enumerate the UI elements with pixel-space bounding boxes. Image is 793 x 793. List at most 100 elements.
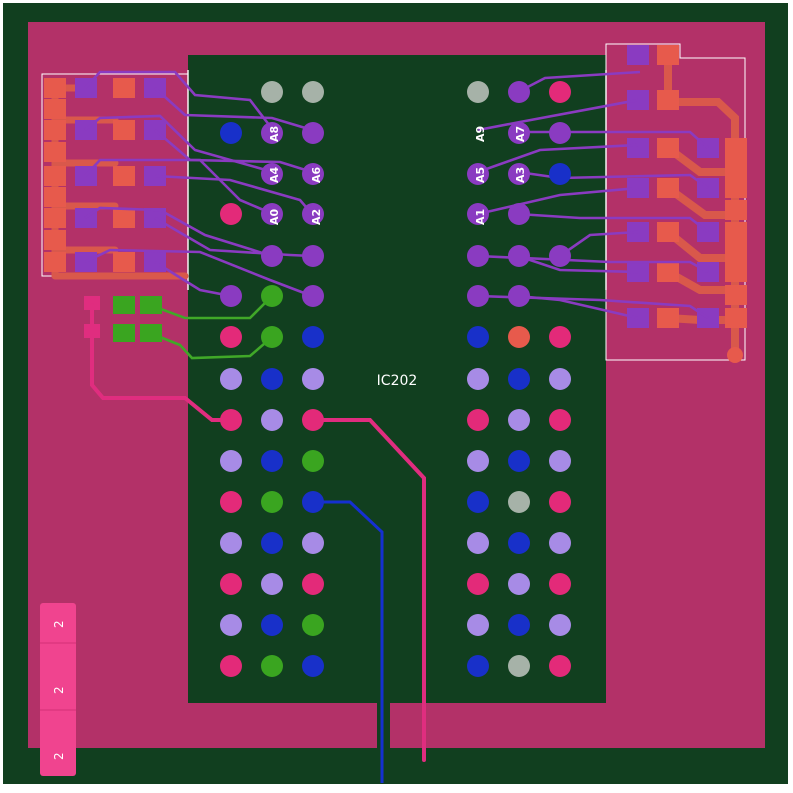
bga-ball (261, 203, 283, 225)
connector-pad (44, 120, 66, 140)
bga-ball (467, 163, 489, 185)
pin-label-right: A5 (474, 167, 487, 183)
bga-ball (261, 573, 283, 595)
bga-ball (467, 532, 489, 554)
connector-pad (657, 308, 679, 328)
bga-ball (261, 614, 283, 636)
pin-label-right: A7 (514, 126, 527, 142)
net-tag-label: 2 (52, 620, 66, 628)
ic-designator: IC202 (377, 373, 418, 389)
bga-ball (302, 122, 324, 144)
pin-label-left: A2 (310, 209, 323, 225)
bga-ball (261, 368, 283, 390)
net-tag-label: 2 (52, 686, 66, 694)
net-tag-label: 2 (52, 752, 66, 760)
bga-ball (302, 326, 324, 348)
bga-ball (508, 81, 530, 103)
connector-pad (657, 222, 679, 242)
connector-pad (627, 138, 649, 158)
bga-ball (220, 450, 242, 472)
bga-ball (220, 285, 242, 307)
bga-ball (467, 245, 489, 267)
pin-label-left: A4 (268, 166, 281, 183)
connector-pad (657, 90, 679, 110)
bga-ball (549, 573, 571, 595)
pink-trace (90, 303, 426, 762)
bga-ball (220, 655, 242, 677)
bga-ball (467, 614, 489, 636)
connector-pad (725, 158, 747, 178)
connector-pad (627, 45, 649, 65)
bga-ball (549, 326, 571, 348)
connector-pad (657, 138, 679, 158)
bga-ball (508, 122, 530, 144)
bga-ball (261, 450, 283, 472)
bga-ball (261, 655, 283, 677)
bga-ball (261, 122, 283, 144)
pin-label-left: A0 (268, 208, 281, 225)
connector-pad (657, 262, 679, 282)
bga-ball (261, 532, 283, 554)
bga-ball (302, 203, 324, 225)
bga-ball (508, 368, 530, 390)
copper-pour (28, 22, 765, 748)
bga-ball (220, 573, 242, 595)
bga-ball (220, 491, 242, 513)
blue-trace (312, 500, 384, 783)
bga-ball (508, 285, 530, 307)
bga-ball (261, 81, 283, 103)
bga-ball (220, 326, 242, 348)
bga-ball (302, 573, 324, 595)
bga-ball (261, 491, 283, 513)
bga-ball (508, 450, 530, 472)
bga-ball (302, 368, 324, 390)
bga-ball-array (220, 81, 571, 677)
bga-ball (467, 81, 489, 103)
bga-ball (467, 491, 489, 513)
bga-ball (261, 285, 283, 307)
bga-ball (467, 450, 489, 472)
bga-ball (508, 326, 530, 348)
connector-pad (727, 347, 743, 363)
bga-ball (549, 409, 571, 431)
pin-label-right: A9 (474, 126, 487, 142)
pin-label-right: A3 (514, 167, 527, 183)
connector-pad (725, 285, 747, 305)
connector-pad (725, 138, 747, 158)
connector-pad (725, 222, 747, 242)
bga-ball (467, 285, 489, 307)
bga-ball (302, 614, 324, 636)
pin-label-left: A6 (310, 166, 323, 183)
pin-label-left: A8 (268, 126, 281, 142)
bga-ball (302, 491, 324, 513)
bga-ball (220, 368, 242, 390)
signal-traces (84, 70, 709, 320)
bga-ball (508, 532, 530, 554)
bga-ball (508, 163, 530, 185)
connector-pad (113, 166, 135, 186)
pin-labels: A8 A6 A4 A2 A0 A9 A7 A5 A3 A1 (268, 126, 527, 225)
bga-ball (302, 450, 324, 472)
bga-ball (302, 285, 324, 307)
bga-ball (302, 81, 324, 103)
bga-ball (549, 122, 571, 144)
bga-ball (467, 573, 489, 595)
connector-pad (657, 45, 679, 65)
bga-ball (220, 532, 242, 554)
bga-ball (302, 655, 324, 677)
bga-ball (549, 163, 571, 185)
bga-ball (467, 409, 489, 431)
bga-ball (549, 532, 571, 554)
connector-pad (725, 242, 747, 262)
bga-ball (508, 203, 530, 225)
connector-pad (113, 208, 135, 228)
connector-pad (113, 252, 135, 272)
bga-ball (508, 573, 530, 595)
bga-ball (302, 163, 324, 185)
connector-pad (725, 308, 747, 328)
bga-ball (220, 122, 242, 144)
bga-ball (508, 491, 530, 513)
bga-ball (549, 655, 571, 677)
connector-pad (725, 200, 747, 220)
